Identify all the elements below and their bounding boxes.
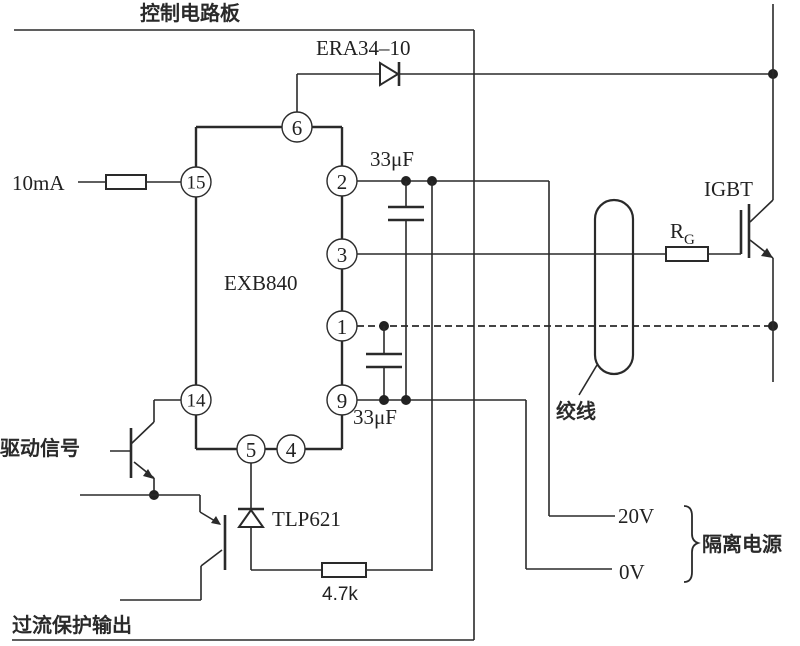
svg-text:6: 6: [292, 116, 303, 140]
pin-15: 15: [180, 166, 212, 198]
svg-text:14: 14: [187, 391, 207, 412]
overcurrent-output-label: 过流保护输出: [12, 613, 132, 637]
rg-label: RG: [670, 219, 695, 248]
v-high-label: 20V: [618, 504, 654, 528]
resistor-4-7k-label: 4.7k: [322, 584, 358, 605]
power-brace: [683, 505, 701, 583]
pin-6: 6: [281, 111, 313, 143]
optocoupler-label: TLP621: [272, 507, 341, 531]
input-resistor-15: 10mA: [12, 171, 181, 195]
drive-transistor: 驱动信号: [0, 399, 181, 495]
wire-pin9-0v: 0V: [357, 399, 645, 584]
svg-text:4: 4: [286, 438, 297, 462]
isolated-power-label: 隔离电源: [702, 532, 782, 556]
resistor-4-7k: 4.7k: [251, 562, 432, 605]
svg-text:1: 1: [337, 315, 348, 339]
cap-bottom-label: 33μF: [353, 405, 397, 429]
twisted-pair-label: 绞线: [556, 399, 596, 423]
pin-1: 1: [326, 310, 358, 342]
wire-pin2-20v: 20V: [357, 180, 654, 528]
pin-5: 5: [236, 434, 266, 464]
pin-4: 4: [276, 434, 306, 464]
svg-text:5: 5: [246, 438, 257, 462]
capacitor-bottom: [366, 326, 402, 400]
svg-text:3: 3: [337, 243, 348, 267]
svg-text:2: 2: [337, 170, 348, 194]
capacitor-top: [388, 181, 424, 400]
input-current-label: 10mA: [12, 171, 65, 195]
v-low-label: 0V: [619, 560, 645, 584]
chip-label: EXB840: [224, 271, 298, 295]
wire-pin3-gate: RG: [357, 219, 741, 262]
pin-2: 2: [326, 165, 358, 197]
svg-text:15: 15: [187, 173, 206, 194]
pin-14: 14: [180, 384, 212, 416]
drive-signal-label: 驱动信号: [0, 436, 80, 460]
exb840-chip: EXB840: [194, 125, 344, 451]
igbt-label: IGBT: [704, 177, 753, 201]
diode-era34-10: ERA34–10: [296, 36, 773, 112]
board-title: 控制电路板: [140, 1, 241, 25]
optocoupler-tlp621: TLP621: [120, 463, 341, 601]
diode-label: ERA34–10: [316, 36, 411, 60]
svg-text:9: 9: [337, 389, 348, 413]
cap-top-label: 33μF: [370, 147, 414, 171]
pin-3: 3: [326, 238, 358, 270]
junction-cap-bottom-b: [401, 395, 411, 405]
junction-cap-bottom-a: [379, 395, 389, 405]
twisted-pair: 绞线: [556, 198, 635, 423]
igbt: IGBT: [704, 4, 774, 382]
